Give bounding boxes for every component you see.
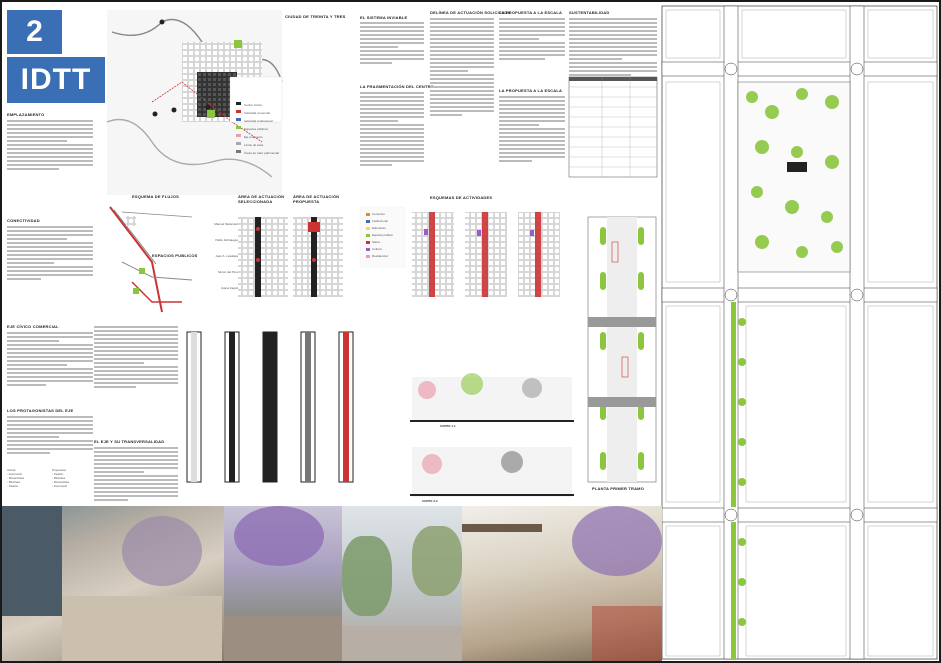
project-number: 2 xyxy=(7,10,62,54)
plan-strip xyxy=(587,216,657,483)
heading-sistema: EL SISTEMA INVIABLE xyxy=(360,15,408,20)
heading-protagonistas: LOS PROTAGONISTAS DEL EJE xyxy=(7,408,74,413)
label-corte-2: CORTE 2-2 xyxy=(422,499,438,503)
label-corte-1: CORTE 1-1 xyxy=(440,424,456,428)
heading-propuesta: LA PROPUESTA A LA ESCALA xyxy=(499,88,563,93)
heading-area-actuacion: DELÍNEA DE ACTUACIÓN SOLICITADA xyxy=(430,10,511,15)
heading-area-propuesta: ÁREA DE ACTUACIÓN PROPUESTA xyxy=(293,194,340,204)
location-map xyxy=(106,10,283,195)
heading-area-seleccionada: ÁREA DE ACTUACIÓN SELECCIONADA xyxy=(238,194,285,204)
text-protagonistas xyxy=(7,416,93,456)
flow-diagram xyxy=(109,206,193,313)
project-badge: 2 IDTT xyxy=(7,10,105,103)
heading-espacios-publicos: ESPACIOS PUBLICOS xyxy=(152,253,198,258)
master-plan xyxy=(661,5,938,660)
heading-sustentabilidad: SUSTENTABILIDAD xyxy=(569,10,610,15)
text-emplazamiento xyxy=(7,120,93,172)
data-table xyxy=(568,76,658,178)
text-sistema xyxy=(360,22,424,66)
text-fragmentacion xyxy=(360,92,424,168)
heading-eje-civico: EJE CÍVICO COMERCIAL xyxy=(7,324,59,329)
text-sustentabilidad xyxy=(569,18,657,78)
heading-planta-tramo: PLANTA PRIMER TRAMO xyxy=(592,486,645,491)
text-conectividad xyxy=(7,226,93,282)
text-propuesta-escala xyxy=(499,18,565,62)
project-name: IDTT xyxy=(7,57,105,103)
heading-emplazamiento: EMPLAZAMIENTO xyxy=(7,112,45,117)
render-photo-3 xyxy=(342,506,462,661)
text-eje-transversalidad xyxy=(94,447,178,503)
heading-propuesta-escala: LA PROPUESTA A LA ESCALA xyxy=(499,10,563,15)
text-area-actuacion xyxy=(430,18,494,118)
text-eje-center xyxy=(94,326,178,390)
text-propuesta xyxy=(499,96,565,164)
heading-eje-transversalidad: EL EJE Y SU TRANSVERSALIDAD xyxy=(94,439,165,444)
activity-schemes xyxy=(359,206,560,297)
heading-trama: CIUDAD DE TREINTA Y TRES xyxy=(285,14,346,19)
render-photo-4 xyxy=(462,506,662,661)
map-legend xyxy=(236,102,241,153)
street-profiles xyxy=(186,331,354,483)
list-protagonistas-actual: Actual- Automóvil- Motocicleta- Biciclet… xyxy=(7,468,25,488)
heading-flujos: ESQUEMA DE FLUJOS xyxy=(132,194,180,199)
heading-actividades: ESQUEMAS DE ACTIVIDADES xyxy=(430,195,493,200)
street-sections xyxy=(410,373,574,497)
list-protagonistas-propuesta: Propuesta- Peatón- Bicicleta- Motociclet… xyxy=(52,468,70,488)
heading-fragmentacion: LA FRAGMENTACIÓN DEL CENTRO xyxy=(360,84,434,89)
render-photo-2 xyxy=(224,506,342,661)
area-grids xyxy=(238,217,343,297)
render-photo-1 xyxy=(2,506,224,661)
text-eje-civico xyxy=(7,332,93,388)
heading-conectividad: CONECTIVIDAD xyxy=(7,218,40,223)
